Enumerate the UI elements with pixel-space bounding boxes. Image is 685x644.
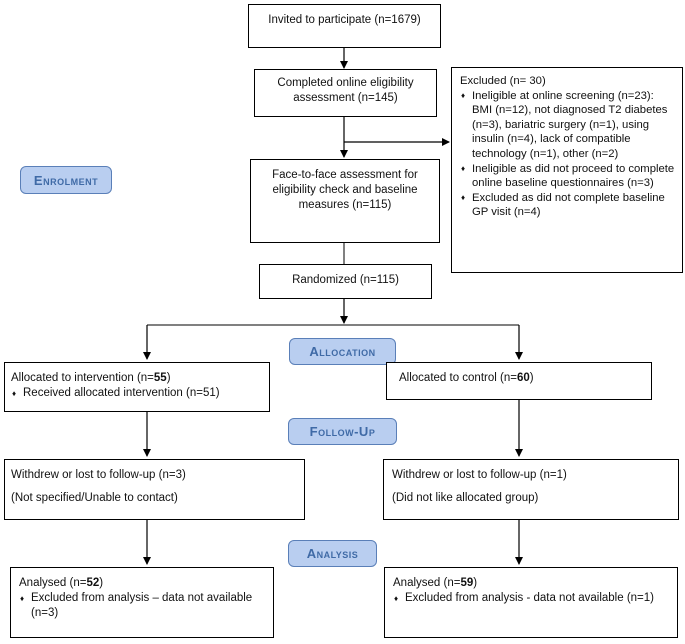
stage-allocation: Allocation [289,338,396,365]
stage-enrolment-label: Enrolment [33,172,99,188]
control-allocated-box: Allocated to control (n=60) [386,362,652,400]
intervention-allocated-box: Allocated to intervention (n=55) Receive… [4,362,270,412]
stage-follow-up-label: Follow-Up [309,424,376,439]
intervention-withdrew-reason: (Not specified/Unable to contact) [11,492,178,504]
control-allocated-n: 60 [516,372,530,384]
face-to-face-box: Face-to-face assessment for eligibility … [250,159,440,243]
completed-text: Completed online eligibility assessment … [277,77,414,104]
stage-follow-up: Follow-Up [288,418,397,445]
completed-box: Completed online eligibility assessment … [254,69,437,117]
intervention-analysed-box: Analysed (n=52) Excluded from analysis –… [10,567,274,638]
invited-text: Invited to participate (n=1679) [268,14,421,26]
control-withdrew-box: Withdrew or lost to follow-up (n=1) (Did… [383,459,679,520]
control-allocated-text: Allocated to control (n=60) [399,372,534,384]
excluded-item: Ineligible at online screening (n=23): B… [460,89,676,162]
excluded-item: Ineligible as did not proceed to complet… [460,162,676,191]
intervention-analysed-n: 52 [86,577,100,589]
control-withdrew-text: Withdrew or lost to follow-up (n=1) [392,469,567,481]
face-to-face-text: Face-to-face assessment for eligibility … [272,169,418,211]
randomized-text: Randomized (n=115) [292,274,399,286]
control-analysed-box: Analysed (n=59) Excluded from analysis -… [384,567,678,638]
intervention-allocated-n: 55 [153,372,167,384]
control-analysed-text: Analysed (n=59) [393,577,478,589]
control-withdrew-reason: (Did not like allocated group) [392,492,539,504]
intervention-received-text: Received allocated intervention (n=51) [11,386,263,401]
intervention-withdrew-box: Withdrew or lost to follow-up (n=3) (Not… [4,459,305,520]
stage-enrolment: Enrolment [20,166,112,194]
control-analysed-n: 59 [460,577,474,589]
control-excluded-text: Excluded from analysis - data not availa… [393,591,671,606]
intervention-analysed-text: Analysed (n=52) [19,577,104,589]
intervention-withdrew-text: Withdrew or lost to follow-up (n=3) [11,469,186,481]
excluded-item: Excluded as did not complete baseline GP… [460,191,676,220]
stage-analysis: Analysis [288,540,377,567]
intervention-excluded-text: Excluded from analysis – data not availa… [19,591,267,621]
stage-allocation-label: Allocation [309,344,376,359]
excluded-box: Excluded (n= 30) Ineligible at online sc… [451,67,683,273]
randomized-box: Randomized (n=115) [259,264,432,299]
invited-box: Invited to participate (n=1679) [248,4,441,48]
excluded-title: Excluded (n= 30) [460,75,546,87]
intervention-allocated-text: Allocated to intervention (n=55) [11,372,171,384]
stage-analysis-label: Analysis [306,546,359,561]
